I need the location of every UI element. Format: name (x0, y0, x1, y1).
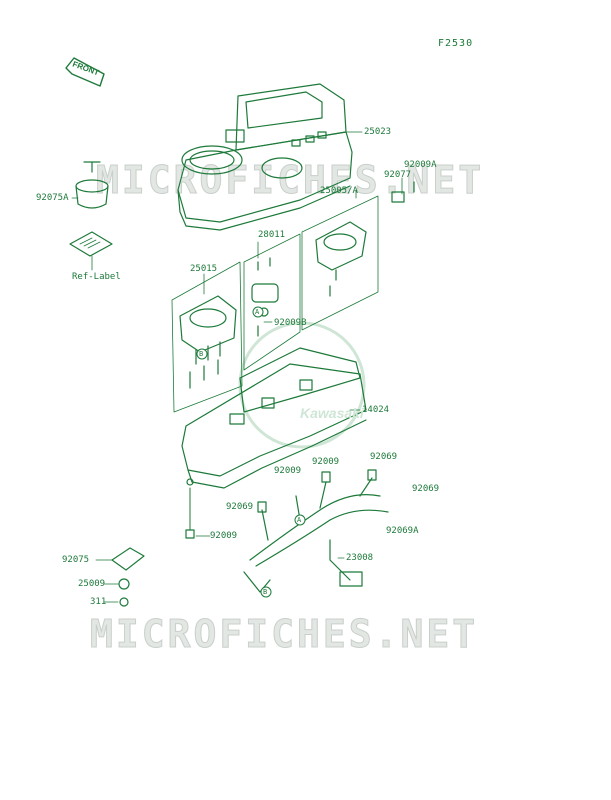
figure-code: F2530 (438, 38, 474, 49)
indicator-unit-28011 (251, 257, 279, 337)
logo-circle (238, 321, 366, 449)
marker-a-label: A (255, 308, 260, 316)
meter-case-25023 (177, 83, 353, 231)
watermark-top: MICROFICHES.NET (95, 158, 485, 203)
part-label-25023: 25023 (364, 127, 392, 137)
watermark-bottom: MICROFICHES.NET (89, 612, 479, 657)
part-label-311: 311 (90, 597, 107, 607)
part-label-92009: 92009 (312, 457, 340, 467)
part-label-92069A: 92069A (386, 526, 419, 536)
part-label-92009: 92009 (274, 466, 302, 476)
tachometer-unit-25005A (315, 221, 367, 297)
marker-a-2 (294, 514, 306, 526)
marker-a-1 (252, 306, 264, 318)
logo-text: Kawasaki (300, 405, 364, 421)
part-label-92009: 92009 (210, 531, 238, 541)
part-label-92069: 92069 (370, 452, 398, 462)
speedometer-unit-25015 (179, 295, 237, 389)
grommet-92077 (391, 191, 405, 203)
marker-a-label: A (297, 516, 302, 524)
cup-92075A (75, 161, 109, 209)
marker-b-label: B (199, 350, 204, 358)
part-label-25009: 25009 (78, 579, 106, 589)
part-label-92069: 92069 (412, 484, 440, 494)
part-label-92009B: 92009B (274, 318, 307, 328)
part-label-92077: 92077 (384, 170, 412, 180)
panel-28011 (243, 233, 301, 371)
part-label-92069: 92069 (226, 502, 254, 512)
part-label-92075: 92075 (62, 555, 90, 565)
washer-25009 (118, 578, 130, 590)
nut-311 (119, 597, 129, 607)
part-label-28011: 28011 (258, 230, 286, 240)
front-arrow (65, 57, 105, 87)
part-label-92075A: 92075A (36, 193, 69, 203)
marker-b-2 (260, 586, 272, 598)
part-label-25015: 25015 (190, 264, 218, 274)
part-label-14024: 14024 (362, 405, 390, 415)
part-label-92009A: 92009A (404, 160, 437, 170)
ref-label-card (69, 231, 113, 257)
part-label-ref-label: Ref-Label (72, 272, 121, 282)
bolt-92009-lower (185, 529, 195, 539)
marker-b-label: B (263, 588, 268, 596)
lower-case-14024 (181, 347, 367, 489)
part-label-23008: 23008 (346, 553, 374, 563)
panel-25005A (301, 195, 379, 331)
bracket-92075 (111, 547, 145, 571)
wiring-harness-23008 (243, 469, 389, 593)
marker-b-1 (196, 348, 208, 360)
panel-25015 (171, 261, 243, 413)
part-label-25005A: 25005/A (320, 186, 358, 196)
